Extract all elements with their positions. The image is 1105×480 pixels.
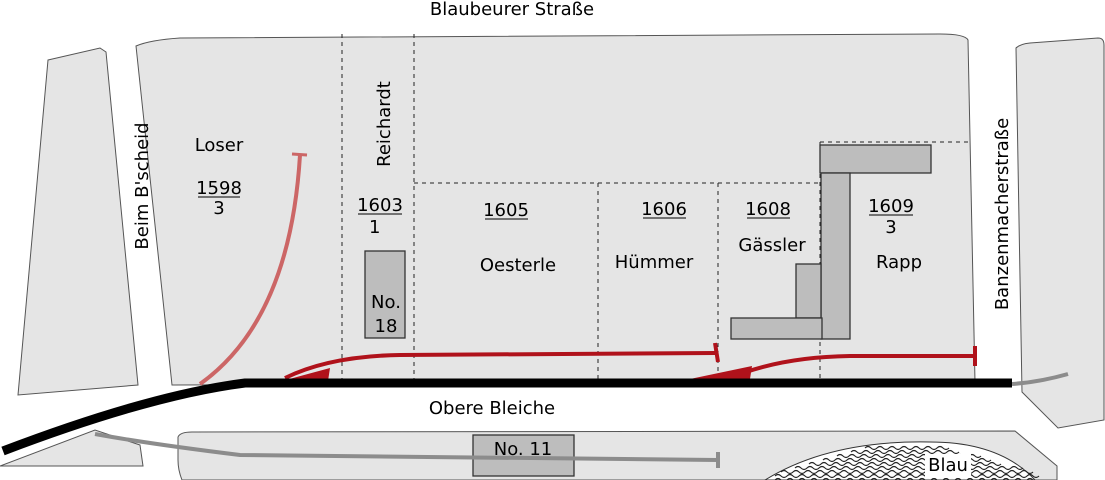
parcel-sub-1598: 3 <box>213 198 224 219</box>
parcel-number-1605: 1605 <box>483 200 529 221</box>
parcel-number-1603: 1603 <box>357 195 403 216</box>
building-rapp-column <box>820 172 851 340</box>
south-west-wedge <box>0 429 144 467</box>
west-parcel <box>17 47 139 396</box>
river-wave-line <box>794 465 1024 471</box>
red-siding-west <box>284 351 716 380</box>
grey-south-siding <box>94 432 719 462</box>
parcel-number-1598: 1598 <box>196 178 242 199</box>
building-rapp-top <box>819 144 932 174</box>
grey-east-track <box>1011 372 1069 386</box>
owner-label-rapp: Rapp <box>876 252 922 273</box>
river-wave-line <box>864 445 950 451</box>
owner-label-reichardt: Reichardt <box>374 81 395 167</box>
light-red-siding-stop <box>291 152 308 157</box>
building-gaessler-small <box>795 263 822 319</box>
river-label: Blau <box>928 455 968 476</box>
owner-label-gaessler: Gässler <box>738 235 806 256</box>
parcel-number-1609: 1609 <box>868 196 914 217</box>
street-label-west: Beim B'scheid <box>132 122 153 249</box>
river-wave-line <box>780 469 1034 475</box>
red-siding-west-switch <box>282 368 330 381</box>
river-label-bg <box>925 454 971 478</box>
river-wave-line <box>774 473 1040 479</box>
parcel-sub-1609: 3 <box>885 217 896 238</box>
property-divisions <box>341 34 972 380</box>
owner-label-loser: Loser <box>195 135 244 156</box>
main-block <box>135 33 976 386</box>
owner-label-oesterle: Oesterle <box>480 255 556 276</box>
light-red-siding-loser <box>198 154 302 386</box>
parcel-number-1606: 1606 <box>641 199 687 220</box>
east-parcel <box>1015 37 1105 429</box>
parcel-sub-1603: 1 <box>369 217 380 238</box>
river-wave-line <box>850 449 960 455</box>
building-no18-label: 18 <box>375 316 398 337</box>
street-label-east: Banzenmacherstraße <box>992 118 1013 310</box>
red-siding-east-switch <box>690 366 752 379</box>
parcel-number-1608: 1608 <box>745 199 791 220</box>
building-no18-label: No. <box>371 292 401 313</box>
building-no18 <box>364 250 406 339</box>
street-label-south: Obere Bleiche <box>429 398 555 419</box>
main-track <box>1 378 1012 456</box>
river-wave-line <box>774 477 1039 480</box>
street-label-north: Blaubeurer Straße <box>430 0 594 20</box>
building-no11-label: No. 11 <box>494 439 553 460</box>
red-siding-west-stop <box>713 342 720 363</box>
owner-label-huemmer: Hümmer <box>615 252 694 273</box>
building-gaessler-base <box>730 317 823 340</box>
